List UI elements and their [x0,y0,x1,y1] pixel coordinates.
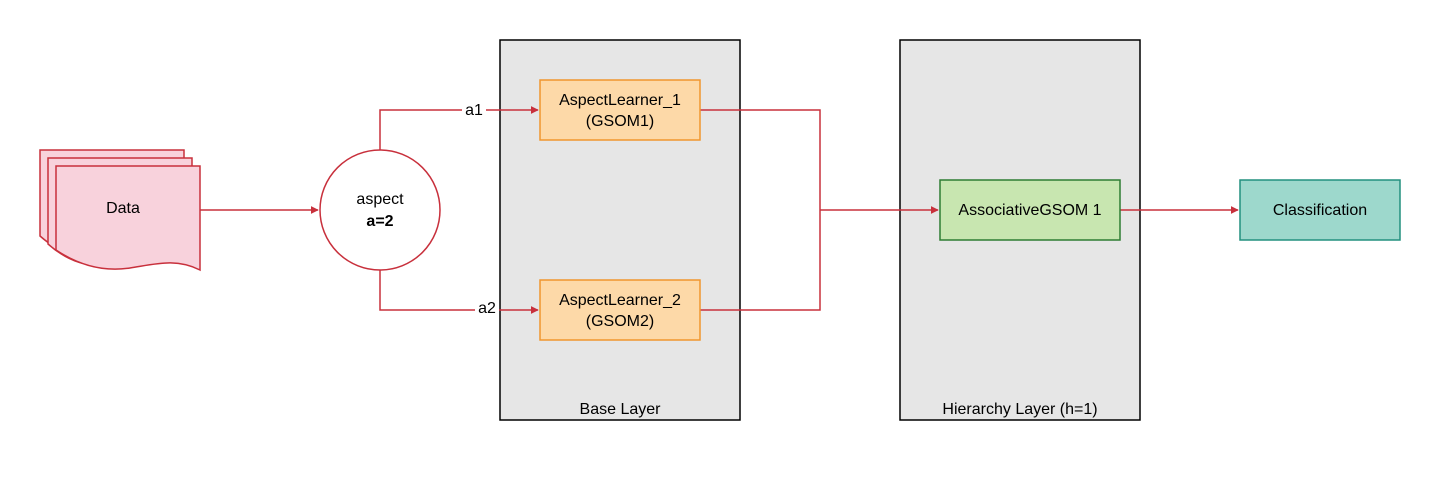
hierarchy-layer-label: Hierarchy Layer (h=1) [942,401,1097,418]
base-layer-label: Base Layer [580,401,662,418]
edge-label-a1-bg [462,99,486,119]
aspect-learner-1-node[interactable]: AspectLearner_1 (GSOM1) [539,79,701,141]
associative-gsom-label: AssociativeGSOM 1 [958,202,1101,219]
learner-1-name: AspectLearner_1 [559,92,681,109]
edge-label-a2: a2 [478,300,496,317]
learner-1-model: (GSOM1) [586,113,654,130]
associative-gsom-node[interactable]: AssociativeGSOM 1 [939,179,1121,241]
aspect-value: a=2 [366,213,393,230]
aspect-node[interactable]: aspect a=2 [319,149,441,271]
data-label: Data [106,200,140,217]
learner-2-model: (GSOM2) [586,313,654,330]
aspect-label: aspect [356,191,404,208]
data-node[interactable]: Data [39,149,201,272]
edge-label-a1: a1 [465,102,483,119]
aspect-learner-2-node[interactable]: AspectLearner_2 (GSOM2) [539,279,701,341]
classification-node[interactable]: Classification [1239,179,1401,241]
classification-label: Classification [1273,202,1367,219]
learner-2-name: AspectLearner_2 [559,292,681,309]
edge-label-a2-bg [475,297,499,317]
